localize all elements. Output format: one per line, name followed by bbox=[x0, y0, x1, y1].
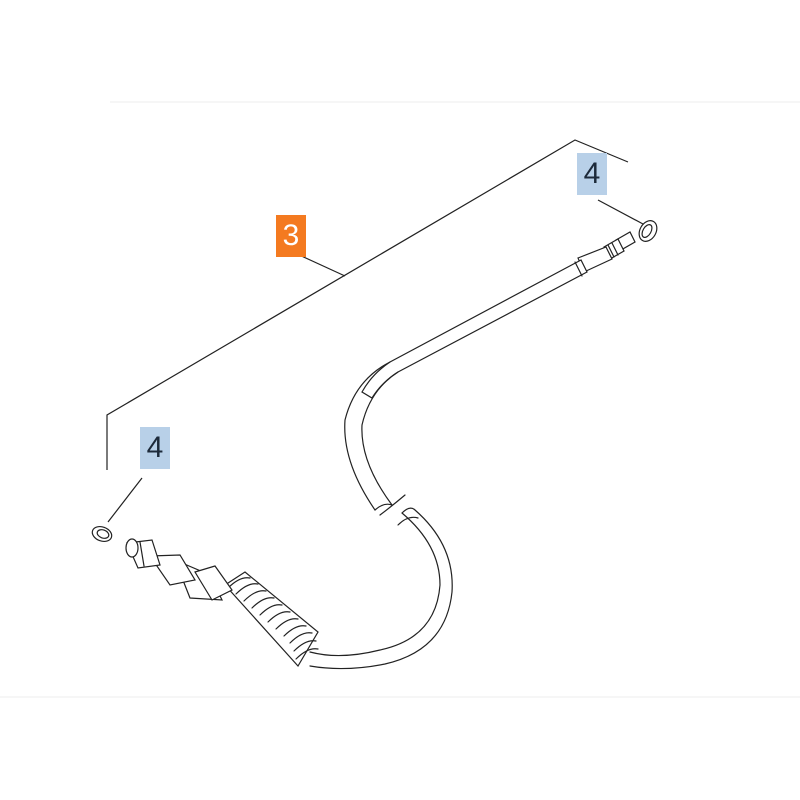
hose-lower-outer bbox=[309, 512, 441, 657]
hose-lower-inner bbox=[309, 509, 453, 670]
hose-corrugated-sleeve bbox=[224, 571, 319, 668]
hose-bend-outer bbox=[344, 361, 391, 511]
hose-bottom-fitting bbox=[125, 538, 233, 601]
hose-upper-tube bbox=[361, 259, 588, 399]
callout-4-top-label: 4 bbox=[577, 153, 607, 195]
leader-4-bottom bbox=[107, 477, 143, 523]
hose-top-fitting bbox=[577, 231, 636, 273]
leader-3-bracket bbox=[106, 139, 629, 470]
seal-ring-top bbox=[638, 220, 658, 242]
leader-4-top bbox=[597, 199, 644, 225]
seal-ring-bottom bbox=[91, 525, 113, 543]
hose-bend-inner bbox=[361, 371, 399, 506]
leader-3 bbox=[296, 253, 346, 277]
high-pressure-hose bbox=[125, 231, 636, 670]
callout-4-bottom-label: 4 bbox=[140, 427, 170, 469]
callout-3-label: 3 bbox=[276, 215, 306, 257]
